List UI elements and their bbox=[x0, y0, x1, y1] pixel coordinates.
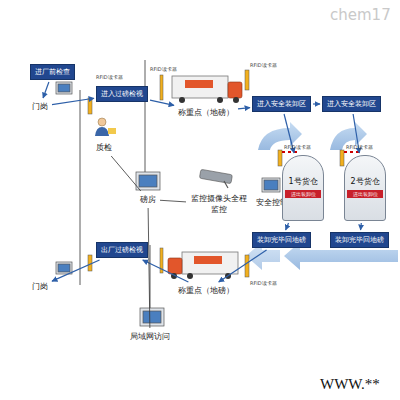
node-label: 称重点（地磅） bbox=[178, 285, 234, 296]
flow-arrow bbox=[150, 100, 174, 105]
device-label: RFID读卡器 bbox=[250, 280, 277, 286]
station-label: 称重点（地磅） bbox=[176, 106, 236, 119]
room-label: 磅房 bbox=[138, 193, 158, 206]
link-line bbox=[160, 200, 186, 202]
sub-label: 进出装卸位 bbox=[285, 190, 321, 198]
node-label: 进入安全装卸区 bbox=[257, 99, 306, 109]
terminal-label: 局域网访问 bbox=[128, 330, 172, 343]
device-label: RFID读卡器 bbox=[284, 144, 311, 150]
truck bbox=[172, 76, 242, 103]
flow-arrow bbox=[286, 223, 289, 230]
link-line bbox=[111, 156, 141, 191]
person-label: 质检 bbox=[94, 141, 114, 154]
device-label: RFID读卡器 bbox=[96, 74, 123, 80]
flow-arrow bbox=[143, 260, 189, 282]
sub-label: 进出装卸位 bbox=[347, 190, 383, 198]
silo: 1号货仓进出装卸位 bbox=[282, 155, 324, 221]
flow-arrow bbox=[52, 260, 100, 281]
person-icon bbox=[95, 118, 116, 136]
node-label: 2号货仓 bbox=[345, 176, 385, 187]
node-label: 装卸完毕回地磅 bbox=[335, 235, 384, 245]
link-line bbox=[148, 208, 150, 328]
flow-arrow bbox=[238, 108, 250, 109]
arrow-banner: 进入过磅检视 bbox=[96, 86, 148, 102]
node-label: 进入过磅检视 bbox=[101, 89, 143, 99]
node-label: 门岗 bbox=[32, 281, 48, 292]
flow-arrow bbox=[52, 98, 94, 104]
arrow-banner: 进入安全装卸区 bbox=[252, 96, 311, 112]
node-label: 进入安全装卸区 bbox=[327, 99, 376, 109]
gate-label: 门岗 bbox=[30, 280, 50, 293]
node-label: 进厂前检查 bbox=[35, 67, 70, 77]
watermark: chem17 bbox=[330, 6, 391, 24]
flow-arrow bbox=[360, 223, 362, 230]
node-label: 称重点（地磅） bbox=[178, 107, 234, 118]
node-label: 门岗 bbox=[32, 101, 48, 112]
arrow-banner: 进厂前检查 bbox=[30, 64, 75, 80]
flow-arrow bbox=[313, 103, 320, 104]
camera-icon bbox=[199, 169, 232, 188]
arrow-banner: 装卸完毕回地磅 bbox=[330, 232, 389, 248]
device-label: RFID读卡器 bbox=[346, 144, 373, 150]
node-label: 出厂过磅检视 bbox=[101, 245, 143, 255]
node-label: 装卸完毕回地磅 bbox=[257, 235, 306, 245]
watermark: WWW.** bbox=[320, 376, 380, 393]
node-label: 磅房 bbox=[140, 194, 156, 205]
node-label: 1号货仓 bbox=[283, 176, 323, 187]
flow-arrow bbox=[43, 82, 49, 98]
node-label: 局域网访问 bbox=[130, 331, 170, 342]
device-label: RFID读卡器 bbox=[150, 66, 177, 72]
arrow-banner: 装卸完毕回地磅 bbox=[252, 232, 311, 248]
computer-icon bbox=[56, 82, 280, 326]
station-label: 称重点（地磅） bbox=[176, 284, 236, 297]
node-label: 质检 bbox=[96, 142, 112, 153]
flow-arrow bbox=[219, 250, 267, 282]
barrier-gate bbox=[88, 70, 362, 277]
silo: 2号货仓进出装卸位 bbox=[344, 155, 386, 221]
gate-label: 门岗 bbox=[30, 100, 50, 113]
camera-label: 监控摄像头全程监控 bbox=[188, 192, 250, 216]
truck bbox=[168, 252, 238, 279]
arrow-banner: 进入安全装卸区 bbox=[322, 96, 381, 112]
device-label: RFID读卡器 bbox=[250, 62, 277, 68]
node-label: 监控摄像头全程监控 bbox=[190, 193, 248, 215]
arrow-banner: 出厂过磅检视 bbox=[96, 242, 148, 258]
